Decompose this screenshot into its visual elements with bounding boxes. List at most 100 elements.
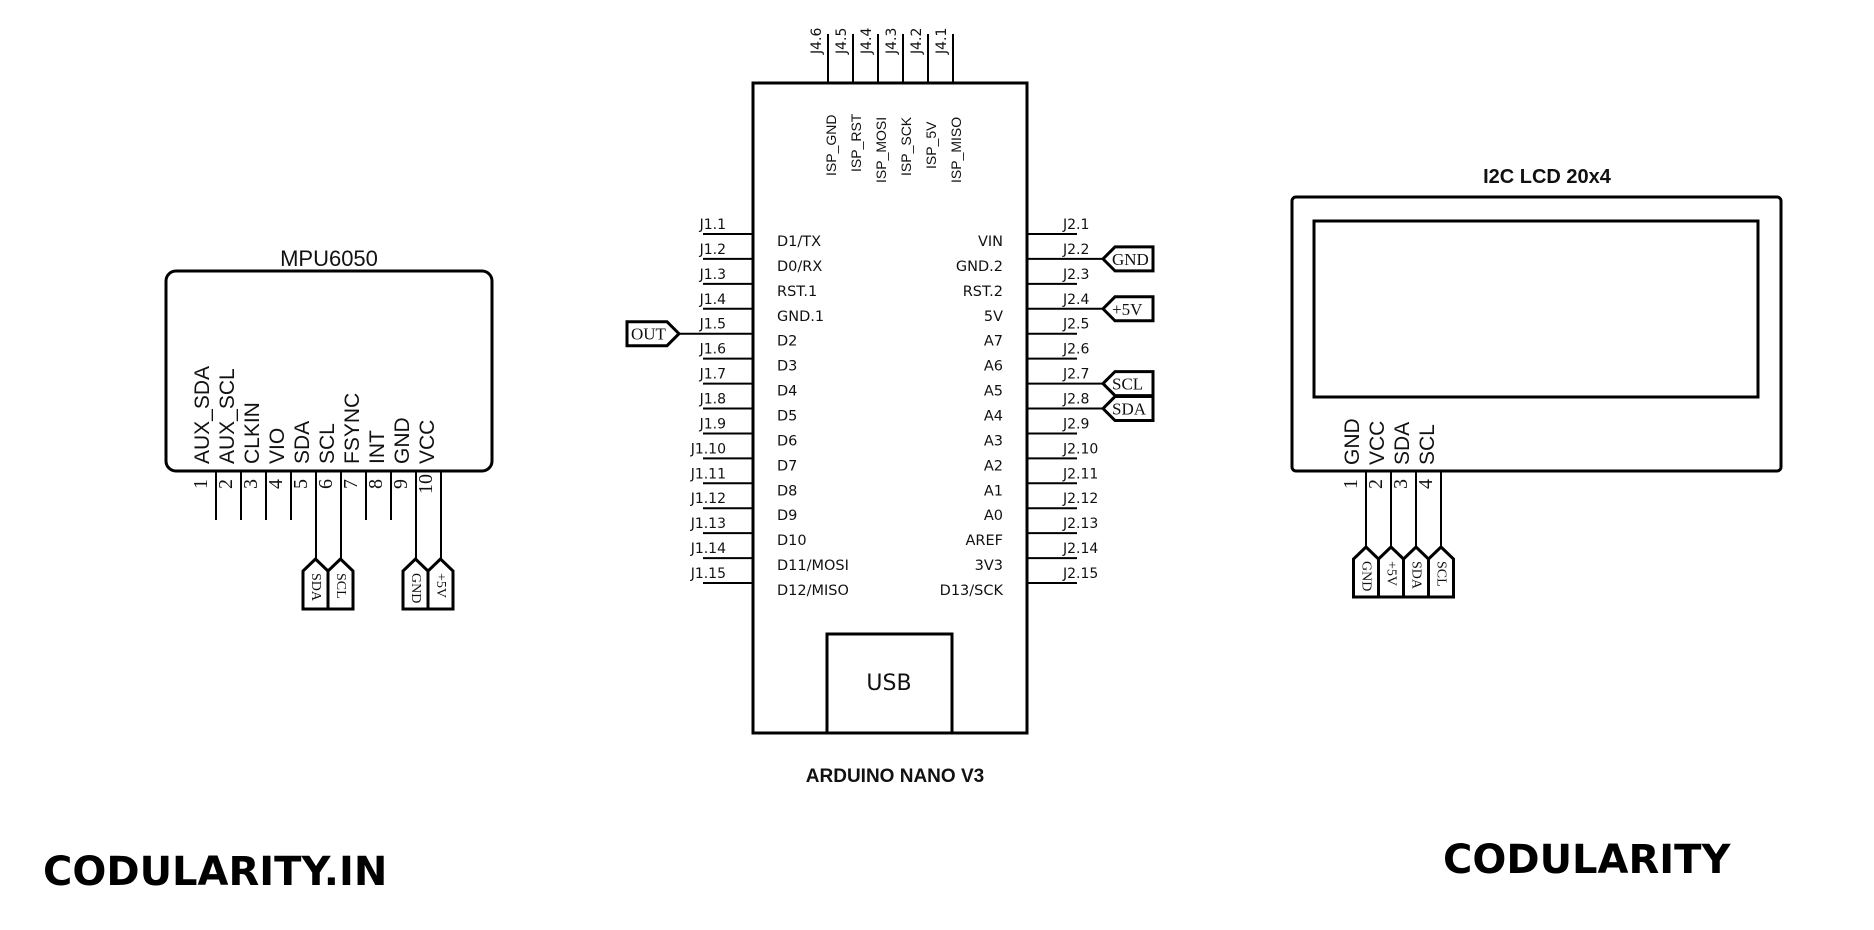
- net-tag-5v: [426, 556, 455, 611]
- net-tag-label: SDA: [1409, 561, 1424, 590]
- isp-pin-ref: J4.6: [809, 28, 825, 55]
- arduino-nano-component[interactable]: J4.6ISP_GNDJ4.5ISP_RSTJ4.4ISP_MOSIJ4.3IS…: [625, 28, 1155, 787]
- left-pin-name: D0/RX: [777, 259, 822, 275]
- mpu-pin-number: 5: [290, 479, 312, 489]
- isp-pin-ref: J4.5: [834, 28, 850, 55]
- isp-pin-name: ISP_5V: [923, 121, 939, 169]
- left-pin-ref: J1.10: [690, 441, 726, 457]
- right-pin-name: A2: [984, 458, 1003, 474]
- left-pin-name: D7: [777, 458, 797, 474]
- right-pin-name: AREF: [966, 533, 1004, 549]
- left-pin-ref: J1.3: [699, 267, 726, 283]
- mpu6050-pins: 1AUX_SDA2AUX_SCL3CLKIN4VIO5SDASDA6SCLSCL…: [190, 366, 455, 611]
- lcd-pin-name: SCL: [1416, 424, 1439, 465]
- right-pin-ref: J2.5: [1062, 317, 1089, 333]
- lcd-component[interactable]: I2C LCD 20x4 1GNDGND2VCC+5V3SDASDA4SCLSC…: [1290, 166, 1783, 599]
- right-pin-ref: J2.11: [1062, 466, 1098, 482]
- net-tag-label: SCL: [1112, 375, 1143, 394]
- arduino-body: [751, 81, 1029, 735]
- isp-pin-ref: J4.1: [934, 28, 950, 55]
- net-tag-sda: [1402, 544, 1430, 599]
- mpu-pin-name: GND: [391, 417, 414, 464]
- left-pin-name: D11/MOSI: [777, 558, 849, 574]
- lcd-pin-number: 4: [1415, 479, 1437, 489]
- left-pin-name: D2: [777, 334, 797, 350]
- mpu6050-title: MPU6050: [280, 246, 378, 271]
- right-pin-ref: J2.6: [1062, 342, 1089, 358]
- usb-connector: [825, 632, 954, 735]
- left-pin-ref: J1.12: [690, 491, 726, 507]
- net-tag-gnd: [1352, 544, 1380, 599]
- right-pin-name: A7: [984, 334, 1003, 350]
- right-pin-ref: J2.8: [1062, 392, 1089, 408]
- mpu-pin-name: INT: [366, 430, 389, 464]
- lcd-pin-number: 2: [1365, 479, 1387, 489]
- left-pin-ref: J1.4: [699, 292, 726, 308]
- left-pin-ref: J1.8: [699, 392, 726, 408]
- mpu6050-component[interactable]: MPU6050 1AUX_SDA2AUX_SCL3CLKIN4VIO5SDASD…: [164, 246, 494, 611]
- right-pin-name: A1: [984, 483, 1003, 499]
- lcd-pin-name: GND: [1341, 418, 1364, 465]
- mpu6050-body: [164, 269, 494, 473]
- left-pin-name: D3: [777, 359, 797, 375]
- net-tag-label: +5V: [1112, 300, 1143, 319]
- left-pin-ref: J1.13: [690, 516, 726, 532]
- right-pin-ref: J2.13: [1062, 516, 1098, 532]
- right-pin-name: A6: [984, 359, 1003, 375]
- left-pin-ref: J1.15: [690, 566, 726, 582]
- arduino-left-header: J1.1D1/TXJ1.2D0/RXJ1.3RST.1J1.4GND.1J1.5…: [625, 217, 849, 599]
- lcd-title: I2C LCD 20x4: [1483, 166, 1612, 188]
- net-tag-5v: [1377, 544, 1405, 599]
- mpu-pin-name: AUX_SCL: [216, 368, 239, 464]
- lcd-screen: [1312, 219, 1760, 399]
- left-pin-ref: J1.11: [690, 466, 726, 482]
- right-pin-ref: J2.9: [1062, 416, 1089, 432]
- left-pin-name: D12/MISO: [777, 583, 849, 599]
- mpu-pin-number: 10: [415, 474, 437, 494]
- left-pin-ref: J1.14: [690, 541, 726, 557]
- lcd-pin-name: VCC: [1366, 421, 1389, 465]
- isp-pin-name: ISP_RST: [848, 113, 864, 172]
- net-tag-scl: [1427, 544, 1455, 599]
- net-tag-scl: [326, 556, 355, 611]
- mpu-pin-name: AUX_SDA: [191, 366, 214, 464]
- right-pin-ref: J2.7: [1062, 367, 1089, 383]
- right-pin-name: GND.2: [956, 259, 1003, 275]
- arduino-title: ARDUINO NANO V3: [806, 766, 984, 787]
- left-pin-ref: J1.6: [699, 342, 726, 358]
- net-tag-label: SDA: [308, 573, 323, 602]
- isp-pin-name: ISP_MOSI: [873, 117, 889, 183]
- mpu-pin-name: CLKIN: [241, 402, 264, 464]
- net-tag-label: +5V: [1384, 561, 1399, 586]
- net-tag-label: +5V: [433, 573, 448, 598]
- net-tag-label: SCL: [333, 573, 348, 599]
- net-tag-label: SDA: [1112, 400, 1147, 419]
- isp-pin-name: ISP_MISO: [948, 117, 964, 183]
- net-tag-5v: [1100, 295, 1155, 323]
- mpu-pin-number: 2: [215, 479, 237, 489]
- net-tag-sda: [1100, 395, 1155, 423]
- left-pin-ref: J1.2: [699, 242, 726, 258]
- right-pin-ref: J2.1: [1062, 217, 1089, 233]
- left-pin-ref: J1.1: [699, 217, 726, 233]
- right-pin-ref: J2.10: [1062, 441, 1098, 457]
- watermark-left: CODULARITY.IN: [43, 849, 387, 895]
- left-pin-name: D6: [777, 433, 797, 449]
- mpu-pin-name: FSYNC: [341, 393, 364, 464]
- right-pin-ref: J2.4: [1062, 292, 1089, 308]
- mpu-pin-number: 3: [240, 479, 262, 489]
- right-pin-name: 3V3: [975, 558, 1003, 574]
- right-pin-ref: J2.3: [1062, 267, 1089, 283]
- right-pin-name: D13/SCK: [940, 583, 1004, 599]
- isp-pin-name: ISP_SCK: [898, 116, 914, 176]
- right-pin-ref: J2.2: [1062, 242, 1089, 258]
- left-pin-name: RST.1: [777, 284, 817, 300]
- mpu-pin-name: VIO: [266, 428, 289, 464]
- left-pin-ref: J1.7: [699, 367, 726, 383]
- left-pin-name: D1/TX: [777, 234, 821, 250]
- isp-pin-ref: J4.2: [909, 28, 925, 55]
- net-tag-label: SCL: [1434, 561, 1449, 587]
